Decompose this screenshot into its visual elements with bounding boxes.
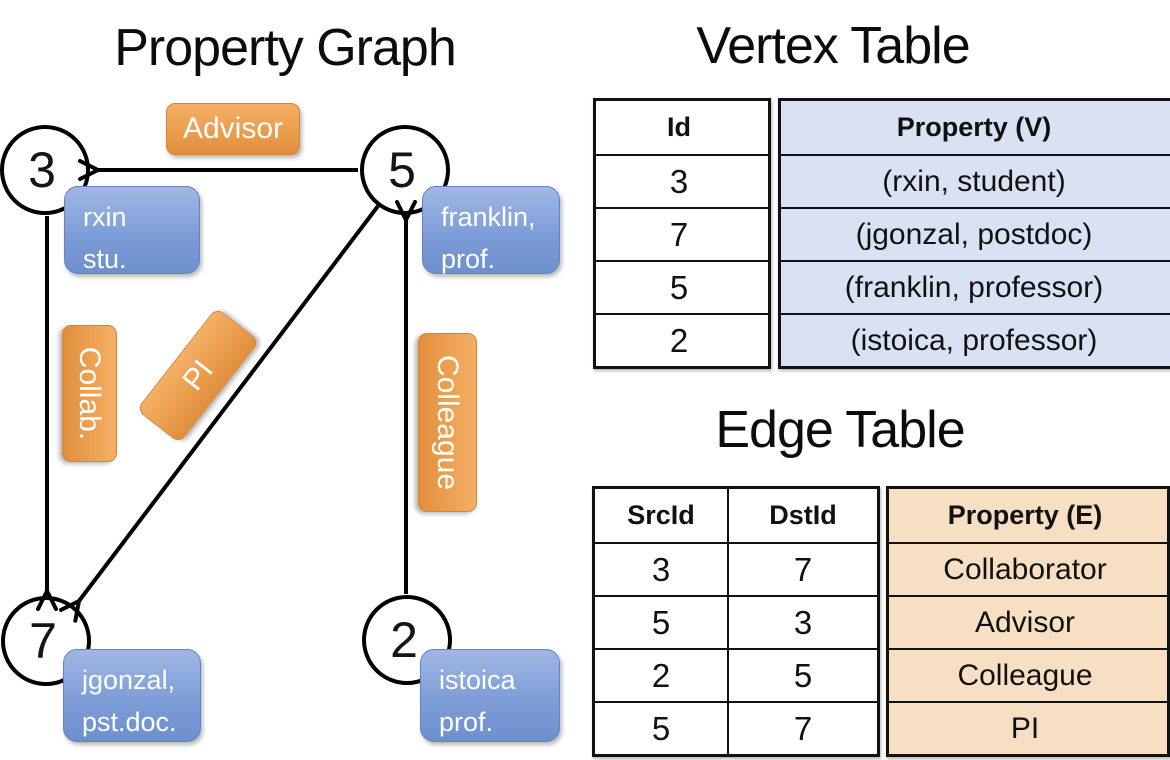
edge-property-cell: Advisor [974, 605, 1076, 639]
edge-src-cell: 3 [651, 550, 671, 588]
vertex-property-cell: (istoica, professor) [850, 323, 1098, 357]
edge-dst-cell: 7 [727, 544, 877, 595]
edge-table-header-dstid: DstId [727, 489, 877, 542]
table-row: (istoica, professor) [781, 313, 1170, 366]
edge-property-cell: Collaborator [943, 552, 1107, 586]
vertex-property-box-5: franklin, prof. [422, 186, 560, 274]
table-row: PI [889, 701, 1167, 754]
vertex-table-header-property: Property (V) [896, 112, 1052, 142]
edge-table-title: Edge Table [715, 401, 965, 459]
vertex-id-cell: 3 [669, 162, 689, 200]
edge-property-cell: PI [1010, 711, 1040, 745]
vertex-id-7: 7 [29, 613, 57, 669]
vertex-property-line: pst.doc. [82, 706, 177, 737]
edge-table-header-property: Property (E) [947, 500, 1103, 530]
vertex-property-line: prof. [441, 243, 496, 274]
vertex-property-line: franklin, [441, 202, 536, 232]
edge-label-colleague: Colleague [418, 333, 477, 512]
edge-dst-cell: 3 [727, 597, 877, 648]
vertex-property-line: istoica [439, 665, 516, 695]
vertex-table-id-column: Id 3 7 5 2 [593, 98, 771, 369]
edge-src-cell: 5 [651, 603, 671, 641]
vertex-table-header-id: Id [667, 112, 691, 142]
vertex-id-cell: 2 [669, 321, 689, 359]
table-row: 5 7 [595, 701, 877, 754]
vertex-property-box-3: rxin stu. [64, 186, 200, 274]
vertex-property-cell: (franklin, professor) [844, 270, 1104, 304]
table-row: (jgonzal, postdoc) [781, 207, 1170, 260]
table-row: 5 [596, 260, 768, 313]
edge-table-id-columns: SrcId DstId 3 7 5 3 2 5 5 7 [592, 486, 880, 757]
edge-label-collab: Collab. [62, 325, 117, 462]
vertex-property-line: jgonzal, [82, 665, 176, 695]
table-row: 3 [596, 154, 768, 207]
vertex-id-3: 3 [28, 142, 56, 198]
table-row: 2 5 [595, 648, 877, 701]
table-row: Collaborator [889, 542, 1167, 595]
vertex-table: Id 3 7 5 2 Property (V) (rxin, student) … [593, 98, 1170, 369]
vertex-property-box-2: istoica prof. [420, 649, 560, 742]
table-row: 2 [596, 313, 768, 366]
vertex-table-property-column: Property (V) (rxin, student) (jgonzal, p… [778, 98, 1170, 369]
vertex-table-title: Vertex Table [696, 17, 970, 75]
vertex-property-box-7: jgonzal, pst.doc. [63, 649, 201, 742]
vertex-id-2: 2 [390, 612, 418, 668]
vertex-property-line: stu. [83, 243, 127, 274]
table-row: 5 3 [595, 595, 877, 648]
vertex-node-3: 3 [0, 125, 90, 215]
edge-table-property-column: Property (E) Collaborator Advisor Collea… [886, 486, 1170, 757]
vertex-id-cell: 5 [669, 268, 689, 306]
table-row: 3 7 [595, 542, 877, 595]
edge-src-cell: 2 [651, 656, 671, 694]
vertex-id-5: 5 [388, 142, 416, 198]
vertex-property-cell: (jgonzal, postdoc) [855, 217, 1093, 251]
edge-dst-cell: 5 [727, 650, 877, 701]
edge-table-header-srcid: SrcId [627, 500, 695, 530]
vertex-property-line: rxin [83, 202, 127, 232]
table-row: 7 [596, 207, 768, 260]
edge-property-cell: Colleague [957, 658, 1093, 692]
vertex-id-cell: 7 [669, 215, 689, 253]
vertex-property-line: prof. [439, 706, 494, 737]
edge-dst-cell: 7 [727, 703, 877, 754]
edge-table: SrcId DstId 3 7 5 3 2 5 5 7 Property (E)… [592, 486, 1170, 757]
property-graph-title: Property Graph [114, 19, 457, 77]
vertex-property-cell: (rxin, student) [882, 164, 1066, 198]
edge-src-cell: 5 [651, 709, 671, 747]
edge-label-advisor: Advisor [166, 103, 300, 155]
table-row: Advisor [889, 595, 1167, 648]
edge-label-pi: PI [136, 307, 260, 444]
table-row: (franklin, professor) [781, 260, 1170, 313]
table-row: (rxin, student) [781, 154, 1170, 207]
table-row: Colleague [889, 648, 1167, 701]
